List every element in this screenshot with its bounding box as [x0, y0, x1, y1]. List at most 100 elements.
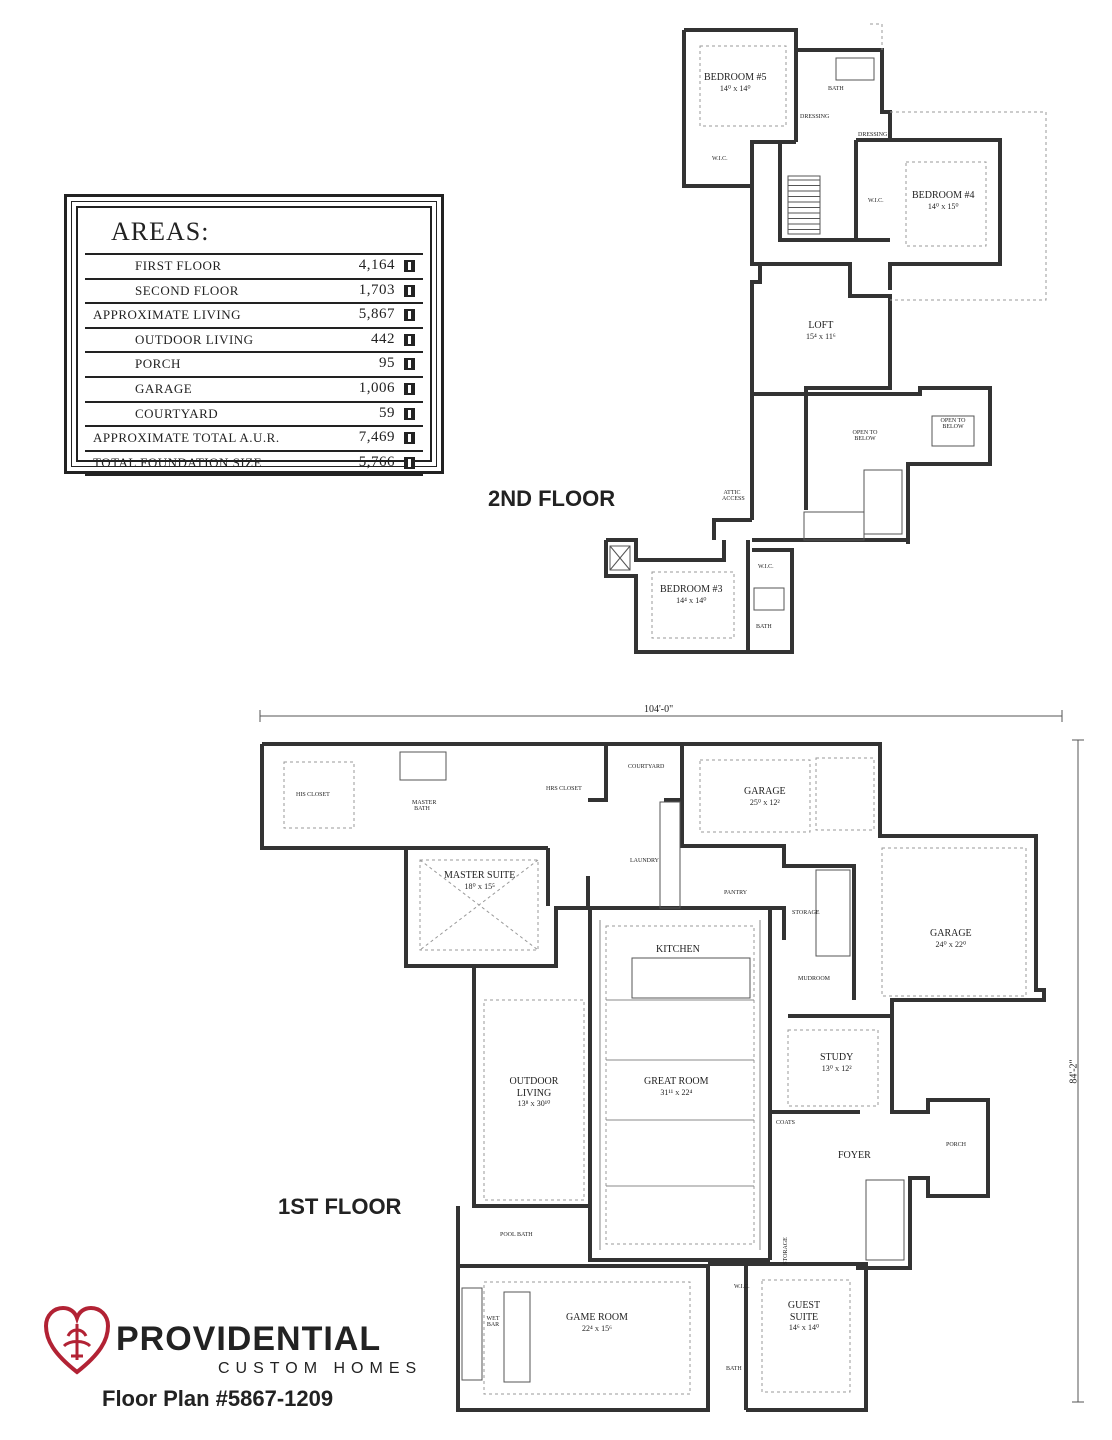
- first-floor-label: 1ST FLOOR: [278, 1194, 402, 1219]
- room-foyer: FOYER: [838, 1150, 871, 1162]
- areas-row-value: 5,867: [358, 306, 395, 323]
- square-feet-icon: [404, 309, 415, 322]
- room-loft-dim: 15⁴ x 11⁶: [806, 331, 836, 341]
- areas-row: APPROXIMATE LIVING 5,867: [85, 304, 423, 329]
- room-study-dim: 13⁰ x 12²: [821, 1063, 852, 1073]
- room-bedroom-3-dim: 14⁴ x 14⁰: [676, 595, 707, 605]
- label-open-to-below-1: OPEN TO BELOW: [852, 430, 878, 442]
- areas-row-label: COURTYARD: [135, 405, 219, 421]
- room-outdoor-living-name: OUTDOOR LIVING: [509, 1076, 559, 1099]
- label-open-to-below-2: OPEN TO BELOW: [940, 418, 966, 430]
- room-bedroom-4-dim: 14⁰ x 15⁰: [927, 201, 959, 211]
- label-pool-bath: POOL BATH: [500, 1232, 533, 1238]
- room-outdoor-living: OUTDOOR LIVING 13⁸ x 30¹⁰: [508, 1076, 560, 1108]
- second-floor-dashed: [651, 23, 1047, 639]
- areas-title: AREAS:: [111, 217, 210, 246]
- width-dimension: 104'-0": [644, 704, 674, 715]
- label-dressing-right: DRESSING: [858, 132, 888, 138]
- room-garage-2-name: GARAGE: [930, 928, 972, 939]
- square-feet-icon: [404, 407, 415, 420]
- room-bedroom-3-name: BEDROOM #3: [660, 584, 723, 595]
- brand-name: PROVIDENTIAL: [116, 1320, 382, 1358]
- room-outdoor-living-dim: 13⁸ x 30¹⁰: [517, 1099, 551, 1108]
- room-game-room-dim: 22⁴ x 15⁶: [582, 1323, 612, 1333]
- heart-logo-icon: [44, 1306, 110, 1375]
- room-guest-suite-name: GUEST SUITE: [787, 1300, 821, 1323]
- areas-row-label: APPROXIMATE LIVING: [93, 307, 242, 323]
- room-bedroom-4: BEDROOM #4 14⁰ x 15⁰: [912, 190, 975, 211]
- room-garage-1-name: GARAGE: [744, 786, 786, 797]
- square-feet-icon: [404, 432, 415, 445]
- label-wet-bar: WET BAR: [486, 1316, 500, 1328]
- areas-row-label: GARAGE: [135, 380, 193, 396]
- areas-row-value: 4,164: [358, 257, 395, 273]
- room-master-suite-dim: 18⁰ x 15⁵: [464, 881, 495, 891]
- label-wic-bedroom-4: W.I.C.: [868, 198, 884, 204]
- first-floor-fixtures: [399, 751, 905, 1383]
- areas-row: FIRST FLOOR 4,164: [85, 255, 423, 280]
- areas-row-label: FIRST FLOOR: [135, 258, 222, 273]
- second-floor-label: 2ND FLOOR: [488, 486, 616, 511]
- label-storage-2: STORAGE: [782, 1237, 789, 1265]
- label-bath-top: BATH: [828, 86, 844, 92]
- room-bedroom-5-dim: 14⁰ x 14⁰: [719, 83, 751, 93]
- room-garage-1-dim: 25⁰ x 12²: [749, 797, 780, 807]
- areas-row: TOTAL FOUNDATION SIZE 5,766: [85, 452, 423, 477]
- label-hers-closet: HRS CLOSET: [546, 786, 582, 792]
- label-bath-guest: BATH: [726, 1366, 742, 1372]
- label-wic-bedroom-5: W.I.C.: [712, 156, 728, 162]
- areas-row-value: 95: [379, 355, 395, 372]
- room-bedroom-5: BEDROOM #5 14⁰ x 14⁰: [704, 72, 767, 93]
- first-floor-grid-lines: [599, 920, 761, 1250]
- room-master-suite: MASTER SUITE 18⁰ x 15⁵: [444, 870, 515, 891]
- room-guest-suite-dim: 14⁶ x 14⁰: [788, 1323, 820, 1332]
- room-loft: LOFT 15⁴ x 11⁶: [806, 320, 836, 341]
- areas-row-value: 7,469: [358, 429, 395, 446]
- room-garage-2-dim: 24⁰ x 22⁰: [935, 939, 967, 949]
- areas-row: GARAGE 1,006: [85, 378, 423, 403]
- square-feet-icon: [404, 260, 415, 272]
- first-floor-dashed: [283, 757, 1027, 1395]
- room-great-room-dim: 31¹¹ x 22⁴: [660, 1087, 693, 1097]
- room-kitchen: KITCHEN: [656, 944, 700, 956]
- room-game-room-name: GAME ROOM: [566, 1312, 628, 1323]
- square-feet-icon: [404, 456, 415, 469]
- areas-row: APPROXIMATE TOTAL A.U.R.7,469: [85, 427, 423, 452]
- areas-row-value: 5,766: [358, 453, 395, 470]
- room-bedroom-5-name: BEDROOM #5: [704, 72, 767, 83]
- areas-row-label: SECOND FLOOR: [135, 282, 239, 298]
- depth-dimension: 84'-2": [1068, 1059, 1080, 1084]
- label-coats: COATS: [776, 1120, 796, 1126]
- room-great-room: GREAT ROOM 31¹¹ x 22⁴: [644, 1076, 709, 1097]
- label-wic-guest: W.I.C.: [734, 1284, 750, 1290]
- areas-row-value: 1,703: [358, 281, 395, 298]
- room-garage-1: GARAGE 25⁰ x 12²: [744, 786, 786, 807]
- room-bedroom-3: BEDROOM #3 14⁴ x 14⁰: [660, 584, 723, 605]
- first-floor-dimension-lines: [259, 710, 1084, 1403]
- label-attic-access: ATTIC ACCESS: [722, 490, 745, 502]
- first-floor-walls: [260, 742, 1046, 1412]
- brand-tagline: CUSTOM HOMES: [218, 1360, 423, 1377]
- room-study: STUDY 13⁰ x 12²: [820, 1052, 853, 1073]
- label-master-bath: MASTER BATH: [412, 800, 437, 812]
- floor-plan-number: Floor Plan #5867-1209: [102, 1386, 334, 1411]
- areas-row-value: 59: [379, 404, 395, 421]
- label-wic-bedroom-3: W.I.C.: [758, 564, 774, 570]
- areas-row-value: 1,006: [358, 379, 395, 396]
- areas-row-value: 442: [371, 330, 395, 347]
- room-great-room-name: GREAT ROOM: [644, 1076, 709, 1087]
- areas-row: PORCH 95: [85, 353, 423, 378]
- areas-row-label: PORCH: [135, 356, 181, 372]
- room-garage-2: GARAGE 24⁰ x 22⁰: [930, 928, 972, 949]
- areas-row: SECOND FLOOR 1,703: [85, 280, 423, 305]
- label-pantry: PANTRY: [724, 890, 748, 896]
- room-kitchen-name: KITCHEN: [656, 944, 700, 955]
- second-floor-stairs: [609, 57, 975, 611]
- square-feet-icon: [404, 333, 415, 346]
- room-loft-name: LOFT: [808, 320, 834, 331]
- room-guest-suite: GUEST SUITE 14⁶ x 14⁰: [786, 1300, 822, 1332]
- areas-row-label: TOTAL FOUNDATION SIZE: [93, 454, 263, 470]
- room-study-name: STUDY: [820, 1052, 854, 1063]
